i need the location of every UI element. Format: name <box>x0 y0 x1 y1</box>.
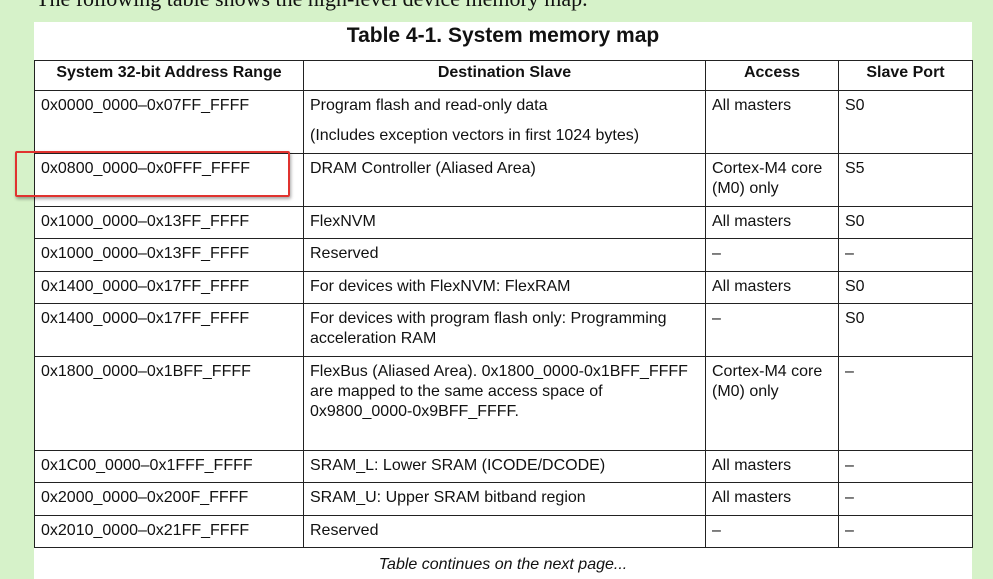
header-address-range: System 32-bit Address Range <box>34 60 304 91</box>
header-slave-port: Slave Port <box>838 60 973 91</box>
table-row: 0x1C00_0000–0x1FFF_FFFF SRAM_L: Lower SR… <box>34 450 973 483</box>
table-caption: Table 4-1. System memory map <box>346 24 660 47</box>
header-destination-slave: Destination Slave <box>303 60 706 91</box>
destination-cell: SRAM_L: Lower SRAM (ICODE/DCODE) <box>303 450 706 483</box>
table-continues-note: Table continues on the next page... <box>378 556 628 573</box>
slave-port-cell: – <box>838 238 973 272</box>
slave-port-cell: – <box>838 356 973 451</box>
access-cell: Cortex-M4 core (M0) only <box>705 153 839 207</box>
table-row: 0x1400_0000–0x17FF_FFFF For devices with… <box>34 303 973 357</box>
slave-port-cell: S0 <box>838 303 973 357</box>
destination-cell: For devices with program flash only: Pro… <box>303 303 706 357</box>
access-cell: All masters <box>705 90 839 154</box>
destination-cell: FlexBus (Aliased Area). 0x1800_0000-0x1B… <box>303 356 706 451</box>
destination-cell: Program flash and read-only data (Includ… <box>303 90 706 154</box>
address-range-cell: 0x1000_0000–0x13FF_FFFF <box>34 206 304 239</box>
access-cell: All masters <box>705 450 839 483</box>
table-row: 0x1800_0000–0x1BFF_FFFF FlexBus (Aliased… <box>34 356 973 451</box>
intro-text: The following table shows the high-level… <box>36 0 588 12</box>
table-row: 0x0000_0000–0x07FF_FFFF Program flash an… <box>34 90 973 154</box>
address-range-cell: 0x1000_0000–0x13FF_FFFF <box>34 238 304 272</box>
header-access: Access <box>705 60 839 91</box>
destination-cell: SRAM_U: Upper SRAM bitband region <box>303 482 706 516</box>
destination-cell: DRAM Controller (Aliased Area) <box>303 153 706 207</box>
access-cell: All masters <box>705 206 839 239</box>
slave-port-cell: – <box>838 515 973 548</box>
address-range-cell: 0x1400_0000–0x17FF_FFFF <box>34 271 304 304</box>
slave-port-cell: – <box>838 450 973 483</box>
address-range-cell: 0x1C00_0000–0x1FFF_FFFF <box>34 450 304 483</box>
table-row: 0x2010_0000–0x21FF_FFFF Reserved – – <box>34 515 973 548</box>
table-row: 0x1000_0000–0x13FF_FFFF Reserved – – <box>34 238 973 272</box>
address-range-cell: 0x2010_0000–0x21FF_FFFF <box>34 515 304 548</box>
address-range-cell: 0x0800_0000–0x0FFF_FFFF <box>34 153 304 207</box>
table-panel: Table 4-1. System memory map System 32-b… <box>34 22 973 579</box>
access-cell: – <box>705 515 839 548</box>
address-range-cell: 0x1400_0000–0x17FF_FFFF <box>34 303 304 357</box>
address-range-cell: 0x0000_0000–0x07FF_FFFF <box>34 90 304 154</box>
address-range-cell: 0x2000_0000–0x200F_FFFF <box>34 482 304 516</box>
address-range-cell: 0x1800_0000–0x1BFF_FFFF <box>34 356 304 451</box>
destination-text: Program flash and read-only data <box>310 97 548 114</box>
table-row: 0x1400_0000–0x17FF_FFFF For devices with… <box>34 271 973 304</box>
destination-cell: For devices with FlexNVM: FlexRAM <box>303 271 706 304</box>
destination-cell: Reserved <box>303 238 706 272</box>
access-cell: – <box>705 238 839 272</box>
slave-port-cell: S5 <box>838 153 973 207</box>
slave-port-cell: S0 <box>838 271 973 304</box>
table-row: 0x1000_0000–0x13FF_FFFF FlexNVM All mast… <box>34 206 973 239</box>
table-row: 0x2000_0000–0x200F_FFFF SRAM_U: Upper SR… <box>34 482 973 516</box>
destination-note: (Includes exception vectors in first 102… <box>310 127 640 144</box>
access-cell: All masters <box>705 271 839 304</box>
slave-port-cell: – <box>838 482 973 516</box>
destination-cell: Reserved <box>303 515 706 548</box>
slave-port-cell: S0 <box>838 206 973 239</box>
destination-cell: FlexNVM <box>303 206 706 239</box>
table-row: 0x0800_0000–0x0FFF_FFFF DRAM Controller … <box>34 153 973 207</box>
slave-port-cell: S0 <box>838 90 973 154</box>
access-cell: – <box>705 303 839 357</box>
header-row: System 32-bit Address Range Destination … <box>34 60 973 91</box>
access-cell: Cortex-M4 core (M0) only <box>705 356 839 451</box>
access-cell: All masters <box>705 482 839 516</box>
memory-map-table: System 32-bit Address Range Destination … <box>34 60 973 548</box>
